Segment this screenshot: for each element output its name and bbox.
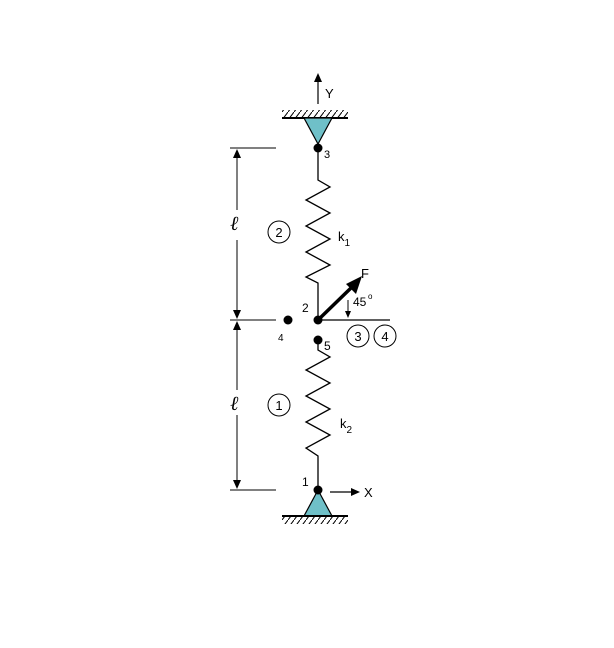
spring-labels: k1 k2: [338, 229, 353, 436]
element-1-label: 1: [275, 398, 282, 413]
k1-label: k1: [338, 229, 351, 249]
degree-mark: o: [368, 292, 373, 301]
node-3-label: 3: [324, 149, 330, 161]
node-2-label: 2: [302, 301, 309, 315]
force-arrow: F: [316, 266, 369, 322]
element-4-label: 4: [381, 329, 388, 344]
element-3-label: 3: [354, 329, 361, 344]
element-labels: 2 1 3 4: [267, 220, 397, 417]
dimension-upper: ℓ: [230, 213, 239, 235]
element-2-circle: [267, 220, 291, 244]
node-4-label: 4: [278, 333, 284, 344]
node-4-dot: [283, 315, 293, 325]
x-axis: X: [330, 485, 373, 500]
y-axis: Y: [314, 73, 334, 104]
x-axis-label: X: [364, 485, 373, 500]
dimension-lower: ℓ: [230, 393, 239, 415]
node-2-dot: [313, 315, 323, 325]
element-3-circle: [346, 324, 370, 348]
element-2-label: 2: [275, 225, 282, 240]
k2-label: k2: [340, 416, 353, 436]
dimension-lines: ℓ ℓ: [230, 147, 276, 491]
spring-k1: [304, 148, 332, 318]
angle-indicator: 45 o: [345, 292, 373, 318]
bottom-support: [282, 488, 348, 524]
node-5-dot: [313, 335, 323, 345]
angle-label: 45: [353, 295, 367, 309]
nodes: 3 2 5 4 1: [278, 143, 331, 495]
spring-k2: [304, 340, 332, 490]
node-5-label: 5: [324, 339, 331, 353]
y-axis-label: Y: [325, 86, 334, 101]
node-1-label: 1: [302, 475, 309, 489]
top-support: [282, 110, 348, 146]
element-4-circle: [373, 324, 397, 348]
force-label: F: [361, 266, 369, 281]
node-3-dot: [313, 143, 323, 153]
node-1-dot: [313, 485, 323, 495]
element-1-circle: [267, 393, 291, 417]
